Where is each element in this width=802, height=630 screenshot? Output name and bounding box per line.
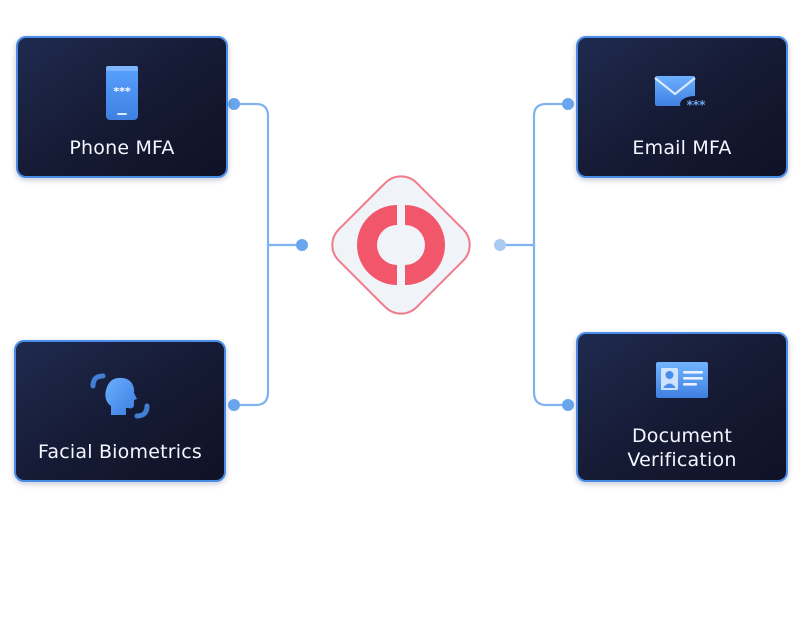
connector-email (532, 102, 568, 407)
brand-ring-logo (357, 205, 445, 285)
document-verification-label-line1: Document (631, 425, 733, 447)
connector-dot-face (228, 399, 240, 411)
email-mfa-card[interactable]: *** Email MFA (576, 36, 788, 178)
connector-dot-phone (228, 98, 240, 110)
central-hub (331, 175, 471, 315)
face-scan-icon (90, 373, 150, 419)
connector-dot-right-hub (494, 239, 506, 251)
document-verification-card[interactable]: Document Verification (576, 332, 788, 482)
connector-dot-doc (562, 399, 574, 411)
hub-diamond (331, 175, 471, 315)
connector-phone (234, 102, 270, 407)
svg-text:***: *** (113, 85, 131, 98)
email-mfa-label: Email MFA (632, 137, 732, 159)
phone-mfa-label: Phone MFA (69, 137, 175, 159)
id-card-icon (656, 362, 708, 398)
phone-mfa-card[interactable]: *** Phone MFA (16, 36, 228, 178)
phone-otp-icon: *** (106, 66, 138, 120)
facial-biometrics-label: Facial Biometrics (38, 441, 202, 463)
envelope-otp-icon: *** (654, 76, 710, 112)
connector-dot-left-hub (296, 239, 308, 251)
facial-biometrics-card[interactable]: Facial Biometrics (14, 340, 226, 482)
document-verification-label: Document Verification (578, 424, 786, 472)
svg-text:***: *** (687, 98, 707, 112)
connector-dot-email (562, 98, 574, 110)
document-verification-label-line2: Verification (627, 449, 737, 471)
